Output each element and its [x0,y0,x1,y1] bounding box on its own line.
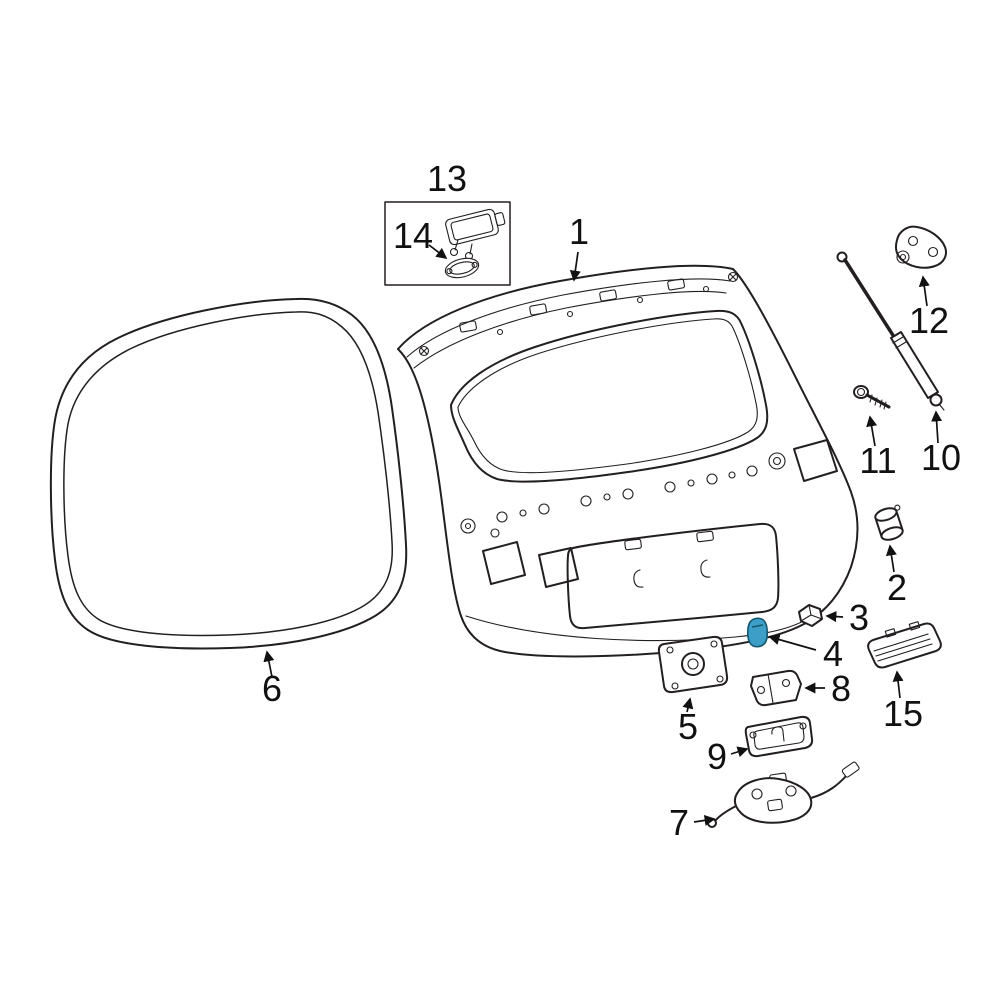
part-label-7[interactable]: 7 [669,802,689,843]
leader-6 [263,650,275,678]
part-label-13[interactable]: 13 [427,158,467,199]
part-7-lock-assembly-drawing [707,761,860,828]
leader-7 [693,814,716,826]
leader-5 [682,697,694,713]
part-6-weatherstrip-drawing [49,297,408,650]
panel-bolt-holes [460,452,786,538]
part-4-clip-highlighted-drawing[interactable] [746,617,769,648]
part-label-11[interactable]: 11 [859,440,896,481]
part-label-14[interactable]: 14 [393,215,433,256]
part-13-14-inset-box [384,201,511,286]
leader-9 [730,746,749,758]
part-label-10[interactable]: 10 [921,437,961,478]
part-label-5[interactable]: 5 [678,706,698,747]
part-8-bracket-drawing [750,669,802,707]
screw-icon [418,271,739,357]
part-label-1[interactable]: 1 [569,211,589,252]
part-label-6[interactable]: 6 [262,668,282,709]
part-5-hinge-plate-drawing [657,635,729,694]
leader-4 [768,634,817,651]
leader-3 [825,611,844,623]
leader-10 [931,410,943,444]
leader-2 [885,544,897,573]
part-12-strut-bracket-drawing [895,225,947,269]
highlighted-part-shape[interactable] [746,617,769,648]
part-14-gasket-drawing [444,257,480,279]
part-10-lift-support-drawing [836,251,945,411]
leader-12 [918,275,930,307]
part-2-cushion-drawing [874,504,904,541]
leader-15 [892,670,904,699]
callout-labels: 1 2 3 4 5 6 7 8 9 10 11 12 13 14 15 [262,158,961,843]
part-11-ball-stud-drawing [853,385,891,410]
part-label-8[interactable]: 8 [831,668,851,709]
part-label-15[interactable]: 15 [883,693,923,734]
part-label-2[interactable]: 2 [887,567,907,608]
leader-1 [569,251,581,282]
leader-11 [866,415,878,447]
part-label-3[interactable]: 3 [849,597,869,638]
part-3-clip-drawing [798,604,823,627]
leader-lines [263,244,943,826]
part-label-9[interactable]: 9 [707,736,727,777]
part-1-liftgate-drawing [397,264,859,658]
part-label-12[interactable]: 12 [909,300,949,341]
part-label-4[interactable]: 4 [823,633,843,674]
part-15-garnish-drawing [867,621,942,669]
part-9-striker-drawing [744,715,814,758]
leader-14 [428,244,448,260]
